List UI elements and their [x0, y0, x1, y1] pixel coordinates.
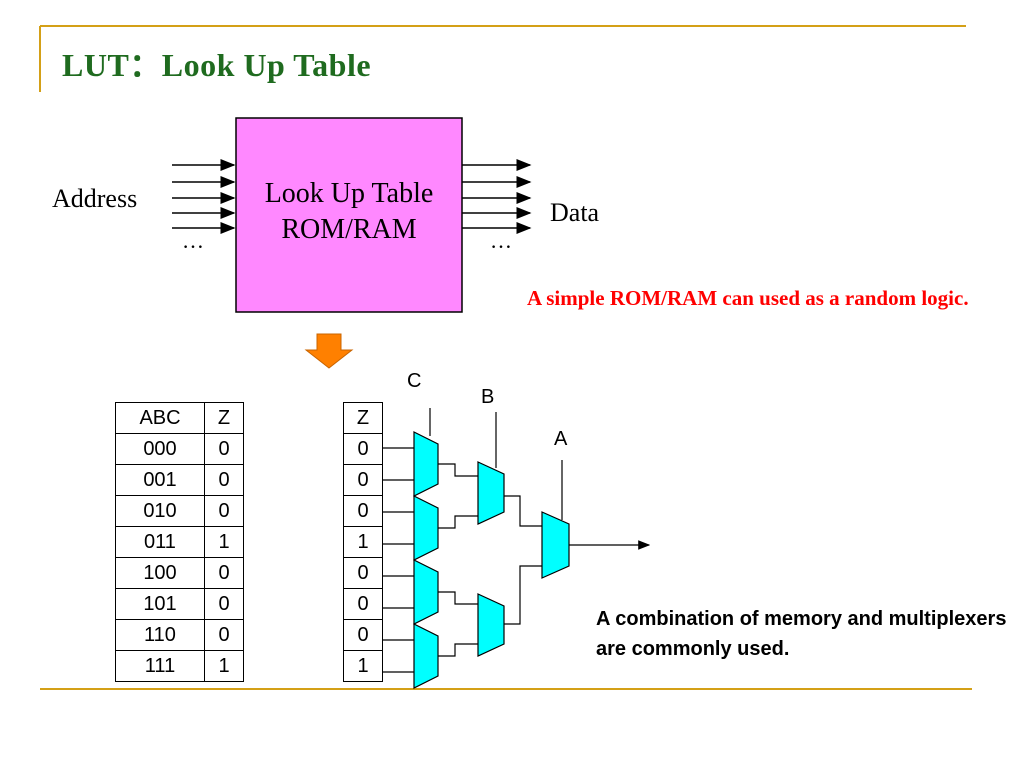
select-label-b: B: [481, 386, 495, 408]
rom-note: A simple ROM/RAM can used as a random lo…: [527, 286, 969, 310]
cell-abc: 111: [115, 650, 205, 682]
cell-z: 0: [204, 495, 244, 527]
data-label: Data: [550, 198, 600, 227]
cell-abc: 000: [115, 433, 205, 465]
slide-title: LUT：Look Up Table: [62, 47, 372, 83]
select-label-a: A: [554, 428, 568, 450]
mux-stage1-c: [413, 559, 439, 625]
cell-abc: 011: [115, 526, 205, 558]
mux-note: A combination of memory and multiplexers…: [596, 608, 1007, 660]
memory-cell: 0: [343, 557, 383, 589]
mux-stage3: [541, 511, 570, 579]
memory-cell: 1: [343, 650, 383, 682]
cell-z: 1: [204, 650, 244, 682]
mux-stage2-b: [477, 593, 505, 657]
lut-box-line1: Look Up Table: [264, 178, 434, 209]
data-ellipsis: …: [490, 228, 512, 253]
select-label-c: C: [407, 370, 422, 392]
address-ellipsis: …: [182, 228, 204, 253]
down-arrow-icon: [304, 333, 354, 369]
data-output-arrows: [462, 159, 532, 234]
memory-cell: 0: [343, 495, 383, 527]
mux-stage1-b: [413, 495, 439, 561]
memory-cell: 0: [343, 433, 383, 465]
cell-z: 1: [204, 526, 244, 558]
lut-box-label: Look Up Table ROM/RAM: [236, 176, 462, 248]
mux-stage1-d: [413, 623, 439, 689]
mux-stage2-a: [477, 461, 505, 525]
address-input-arrows: [172, 159, 236, 234]
cell-abc: 101: [115, 588, 205, 620]
address-label: Address: [52, 184, 138, 213]
memory-cell: 1: [343, 526, 383, 558]
cell-abc: 110: [115, 619, 205, 651]
lut-box: [235, 117, 463, 313]
memory-column: Z 0 0 0 1 0 0 0 1: [343, 402, 383, 682]
mux-stage1-a: [413, 431, 439, 497]
lut-box-line2: ROM/RAM: [281, 214, 417, 245]
cell-z: 0: [204, 588, 244, 620]
table-header-row: ABC Z: [115, 402, 244, 434]
memory-header: Z: [343, 402, 383, 434]
header-abc: ABC: [115, 402, 205, 434]
